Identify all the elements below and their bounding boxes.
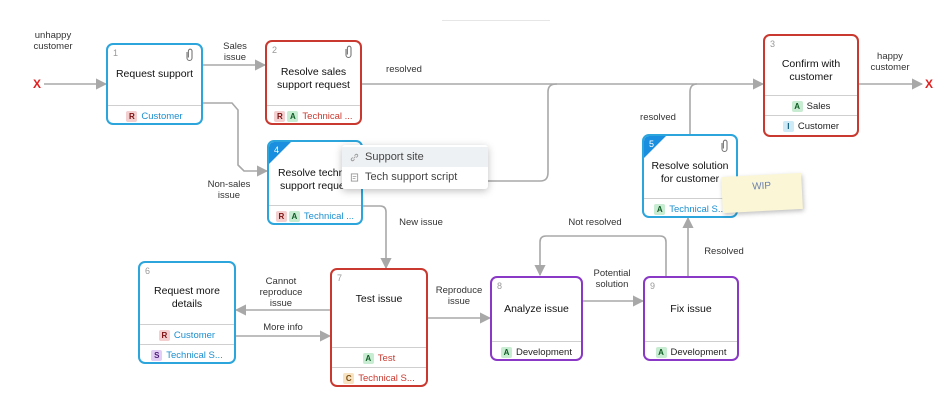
role-name: Customer <box>173 329 216 341</box>
accountable-badge: A <box>501 346 512 358</box>
role-name: Technical S... <box>358 372 415 384</box>
edge-label-resolved-from-2[interactable]: resolved <box>386 64 422 75</box>
edge-label-resolved-from-9[interactable]: Resolved <box>704 246 744 257</box>
step-title: Request more details <box>154 285 220 310</box>
role-name: Technical ... <box>302 110 353 122</box>
menu-item-label: Support site <box>365 151 424 163</box>
edge-9-to-8 <box>534 235 667 277</box>
step-number: 1 <box>113 48 119 58</box>
menu-item-support-site[interactable]: Support site <box>342 147 488 167</box>
edge-label-potential-solution[interactable]: Potential solution <box>593 268 631 290</box>
role-name: Test <box>377 352 396 364</box>
role-name: Sales <box>806 100 831 112</box>
attachment-icon[interactable] <box>184 48 195 62</box>
menu-item-label: Tech support script <box>365 171 458 183</box>
edge-label-non-sales-issue[interactable]: Non-sales issue <box>207 179 251 201</box>
role-name: Development <box>516 346 572 358</box>
step-number: 9 <box>650 281 656 291</box>
edge-label-sales-issue[interactable]: Sales issue <box>223 41 247 63</box>
accountable-badge: A <box>654 203 666 215</box>
accountable-badge: A <box>791 100 803 112</box>
edge-label-more-info[interactable]: More info <box>263 322 303 333</box>
end-terminal-marker[interactable]: X <box>925 77 934 91</box>
step-title: Request support <box>115 67 194 80</box>
edge-label-reproduce-issue[interactable]: Reproduce issue <box>435 285 483 307</box>
accountable-badge: A <box>287 110 299 122</box>
step-number: 8 <box>497 281 503 291</box>
step-number: 7 <box>337 273 343 283</box>
attachments-menu: Support site Tech support script <box>342 145 488 189</box>
step-number: 3 <box>770 39 776 49</box>
step-title: Fix issue <box>670 302 712 315</box>
attachment-icon[interactable] <box>343 45 354 59</box>
sticky-note[interactable]: WIP <box>721 172 803 214</box>
edge-5-to-3 <box>689 83 698 135</box>
role-row: A Development <box>492 341 581 359</box>
edge-1-to-4 <box>203 102 269 177</box>
support-badge: S <box>151 349 163 361</box>
edge-label-not-resolved[interactable]: Not resolved <box>568 217 622 228</box>
informed-badge: I <box>782 120 794 132</box>
step-title: Resolve solution for customer <box>651 160 729 185</box>
step-number: 6 <box>145 266 151 276</box>
accountable-badge: A <box>655 346 667 358</box>
process-step-8[interactable]: 8 Analyze issue A Development <box>490 276 583 361</box>
consulted-badge: C <box>343 372 355 384</box>
step-number: 2 <box>272 45 278 55</box>
selection-corner <box>269 142 291 164</box>
start-terminal-label: unhappy customer <box>33 30 73 52</box>
role-name: Customer <box>141 110 183 122</box>
step-title: Test issue <box>355 292 403 305</box>
role-name: Technical S... <box>166 349 223 361</box>
document-icon <box>350 172 359 182</box>
edge-label-cannot-reproduce[interactable]: Cannot reproduce issue <box>259 276 303 309</box>
accountable-badge: A <box>362 352 374 364</box>
edge-label-resolved-from-5[interactable]: resolved <box>640 112 676 123</box>
edge-4-to-7 <box>362 205 392 270</box>
step-title: Analyze issue <box>504 302 569 315</box>
accountable-badge: A <box>288 210 300 222</box>
attachment-icon[interactable] <box>719 139 730 153</box>
step-number: 4 <box>274 145 280 155</box>
responsible-badge: R <box>275 210 287 222</box>
step-number: 5 <box>649 139 655 149</box>
sticky-note-text: WIP <box>751 180 772 193</box>
edge-4-to-3 <box>362 83 558 182</box>
responsible-badge: R <box>274 110 286 122</box>
edge-label-new-issue[interactable]: New issue <box>399 217 443 228</box>
selection-corner <box>644 136 666 158</box>
role-name: Technical S... <box>669 203 726 215</box>
top-divider <box>442 20 550 21</box>
menu-item-tech-support-script[interactable]: Tech support script <box>342 167 488 187</box>
step-title: Resolve sales support request <box>277 66 350 91</box>
responsible-badge: R <box>158 329 170 341</box>
responsible-badge: R <box>126 110 138 122</box>
start-terminal-marker[interactable]: X <box>33 77 42 91</box>
link-icon <box>350 153 359 161</box>
step-title: Confirm with customer <box>781 58 841 83</box>
end-terminal-label: happy customer <box>870 51 910 73</box>
step-title: Resolve technic support reques <box>277 167 353 192</box>
role-name: Customer <box>797 120 840 132</box>
role-name: Technical ... <box>303 210 355 222</box>
role-name: Development <box>670 346 727 358</box>
